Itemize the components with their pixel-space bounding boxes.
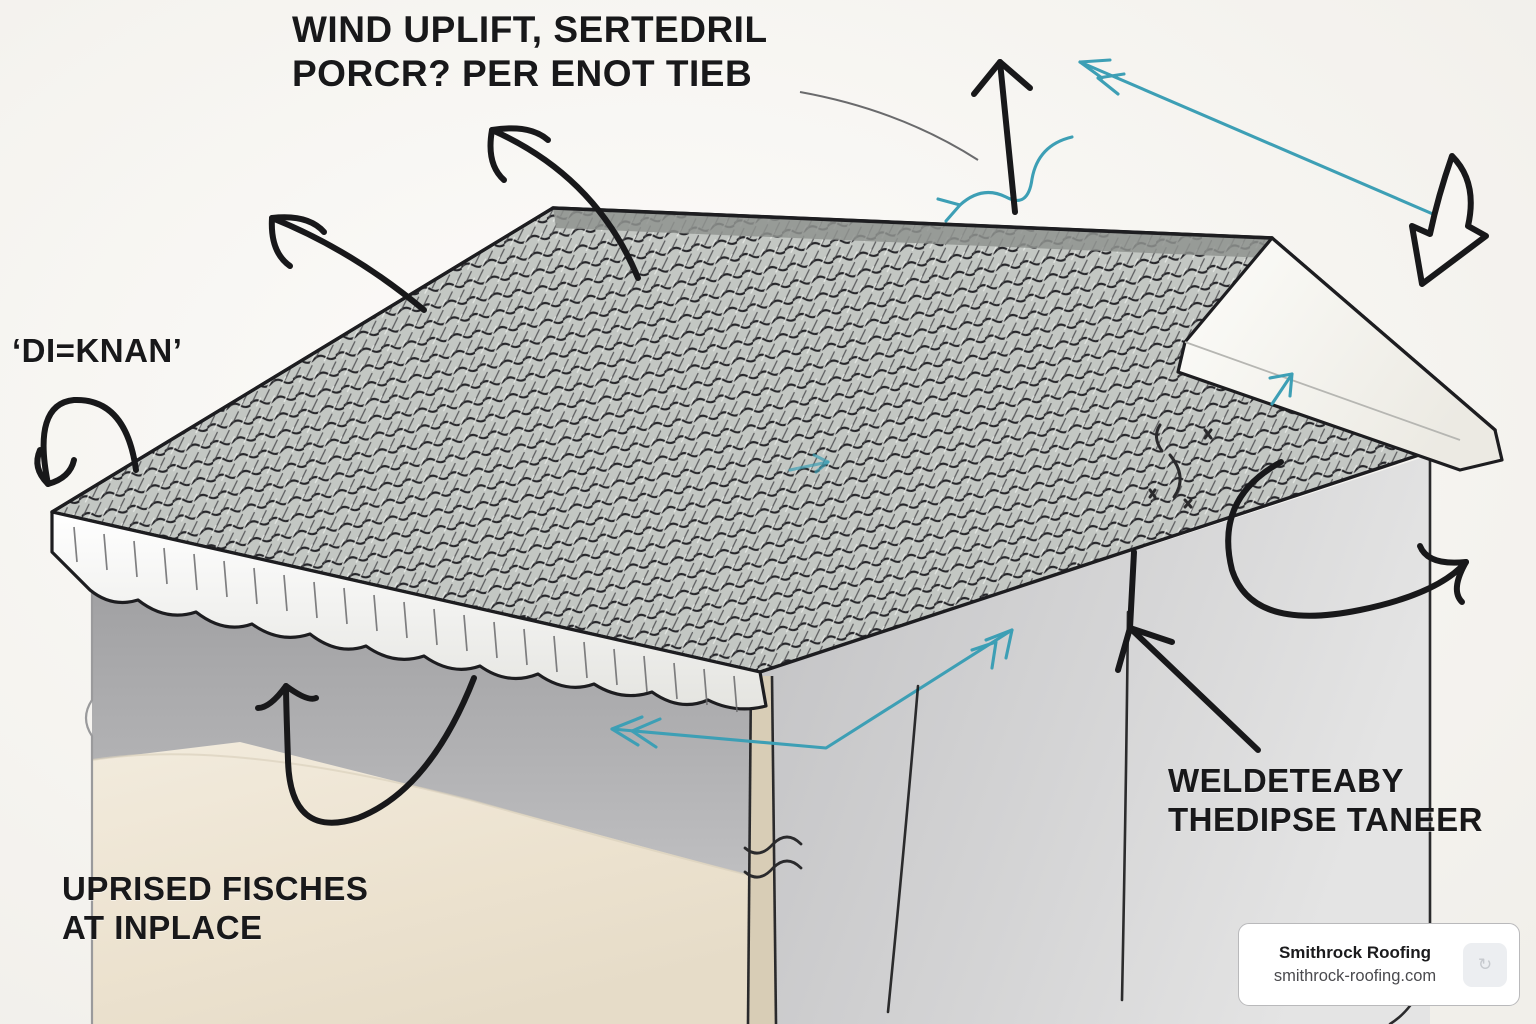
drop-line-left: [886, 684, 920, 1014]
teal-wind-arrows: [610, 58, 1472, 750]
wind-flow-top-right: [1078, 60, 1472, 232]
hook-arrow-left-edge: [40, 396, 139, 487]
annotation-left: ‘DI=KNAN’: [12, 332, 183, 369]
post-break-symbol: [743, 835, 803, 879]
uplift-arrow-ridge: [997, 59, 1018, 215]
outlined-arrow-top-right: [1409, 153, 1489, 287]
floor-plane: [92, 742, 760, 1024]
watermark-text: Smithrock Roofing smithrock-roofing.com: [1255, 942, 1455, 987]
black-marker-arrows: [34, 59, 1469, 1014]
nail-marks: [1148, 423, 1213, 509]
annotation-bottom-left: UPRISED FISCHES AT INPLACE: [62, 870, 369, 946]
wall-right: [760, 455, 1430, 1024]
wall-left-edge: [84, 543, 94, 1024]
watermark-company-name: Smithrock Roofing: [1278, 942, 1432, 962]
ridge-cap: [553, 208, 1272, 258]
watermark-url: smithrock-roofing.com: [1273, 966, 1437, 985]
watermark-badge[interactable]: Smithrock Roofing smithrock-roofing.com …: [1238, 923, 1520, 1006]
uplift-arrow-roof-left: [269, 215, 427, 313]
drop-line-right: [1120, 610, 1130, 1002]
annotation-title: WIND UPLIFT, SERTEDRIL PORCR? PER ENOT T…: [292, 9, 768, 94]
eave-fascia-left: [50, 510, 768, 713]
watermark-logo-icon: ↻: [1463, 942, 1507, 987]
wind-flow-roof-field: [788, 460, 830, 472]
title-leader-line: [799, 91, 979, 161]
ridge-line: [551, 206, 1274, 240]
wind-flow-soffit: [610, 628, 1014, 750]
swoosh-arrow-soffit: [283, 675, 477, 826]
wind-flow-ridge: [958, 135, 1074, 207]
uplift-arrow-roof-mid: [489, 127, 641, 281]
floor-edge-line: [91, 753, 761, 879]
leader-arrow-bottom-right: [1127, 625, 1261, 753]
wind-flow-gable: [1270, 372, 1294, 406]
corner-post: [743, 675, 803, 1024]
roof: [50, 206, 1504, 713]
swoosh-arrow-gable: [1225, 459, 1469, 619]
annotation-bottom-right: WELDETEABY THEDIPSE TANEER: [1168, 762, 1483, 838]
rake-board-right: [1176, 236, 1504, 472]
